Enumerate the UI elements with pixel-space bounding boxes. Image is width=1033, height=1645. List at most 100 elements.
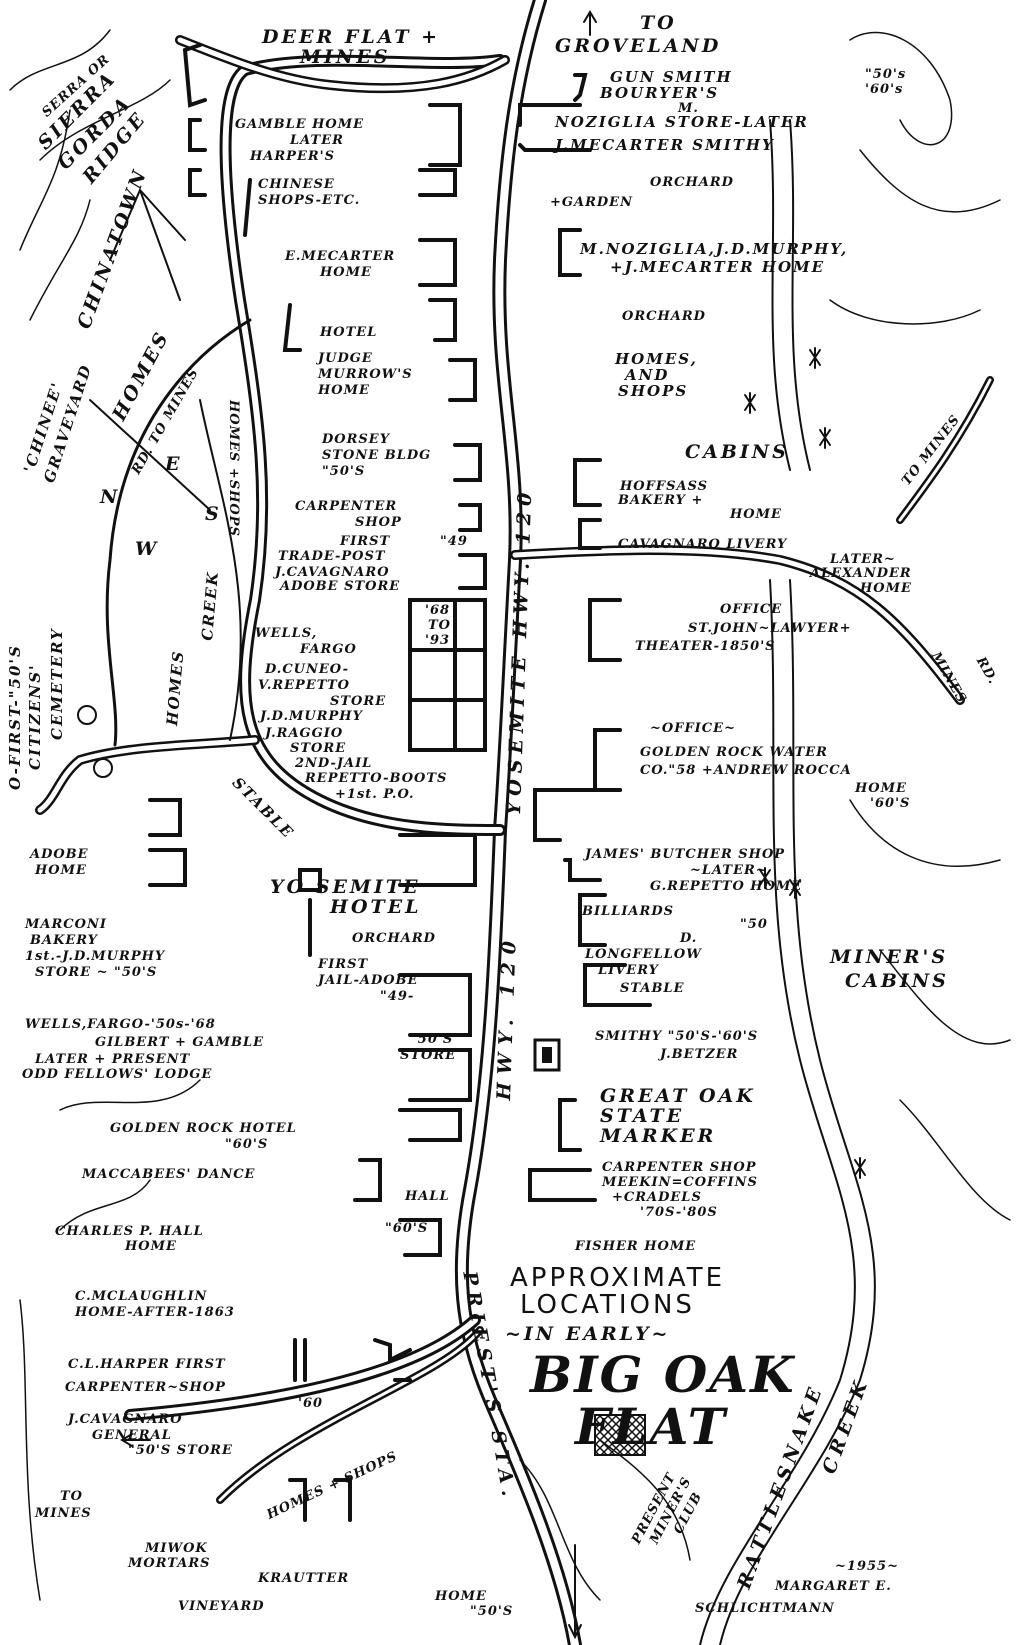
label-noziglia-murphy: M.NOZIGLIA,J.D.MURPHY,	[580, 240, 849, 258]
label-gun-smith: GUN SMITH	[610, 68, 733, 86]
cemetery-marker	[77, 705, 97, 725]
north-arrow	[583, 10, 597, 36]
label-miners-cabins: CABINS	[845, 970, 949, 992]
label-marker: MARKER	[600, 1125, 717, 1147]
label-rocca-home: HOME	[855, 781, 907, 796]
road-label-deer-flat: DEER FLAT +	[262, 26, 441, 48]
label-st-john-lawyer: ST.JOHN~LAWYER+	[688, 621, 852, 636]
label-orchard-1: ORCHARD	[650, 175, 734, 190]
label-jail-49: "49-	[380, 989, 415, 1004]
label-orchard-2: ORCHARD	[622, 309, 706, 324]
label-49: "49	[440, 534, 468, 549]
label-later-present: LATER + PRESENT	[35, 1052, 191, 1067]
label-orchard-left: ORCHARD	[352, 931, 436, 946]
label-60s-rocca: '60'S	[870, 796, 911, 811]
tree-symbols	[744, 347, 866, 1179]
label-stable: STABLE	[620, 981, 685, 996]
label-wells-fargo-left: WELLS,FARGO-'50s-'68	[25, 1017, 216, 1032]
label-adobe-home: HOME	[35, 863, 87, 878]
label-first: FIRST	[340, 534, 391, 549]
label-yosemite-hotel: HOTEL	[330, 896, 422, 918]
label-1st-jd-murphy: 1st.-J.D.MURPHY	[25, 949, 166, 964]
label-later-alex: LATER~	[830, 552, 896, 567]
label-v-repetto: V.REPETTO	[258, 678, 350, 693]
label-hall: HALL	[405, 1189, 450, 1204]
label-harpers: HARPER'S	[250, 149, 336, 164]
label-first-jail: FIRST	[318, 957, 369, 972]
label-hoffsass: HOFFSASS	[620, 479, 709, 494]
road-label-mines: MINES	[300, 46, 391, 68]
label-chinese-shops: SHOPS-ETC.	[258, 193, 361, 208]
compass-n: N	[100, 486, 121, 508]
label-longfellow: LONGFELLOW	[585, 947, 702, 962]
label-store: STORE	[400, 1048, 457, 1063]
label-great-oak: GREAT OAK	[600, 1085, 756, 1107]
label-store-50s: "50'S	[410, 1032, 454, 1047]
miners-club-marker	[594, 1414, 646, 1456]
label-1st-po: +1st. P.O.	[335, 787, 415, 802]
label-jd-murphy: J.D.MURPHY	[260, 709, 363, 724]
label-cuneo: D.CUNEO-	[265, 662, 350, 677]
label-james-butcher: JAMES' BUTCHER SHOP	[585, 847, 786, 862]
label-60s: '60's	[865, 82, 904, 97]
compass-e: E	[165, 453, 183, 475]
label-smithy-50s-60s: SMITHY "50'S-'60'S	[595, 1029, 759, 1044]
title-locations: LOCATIONS	[520, 1290, 695, 1320]
label-livery: LIVERY	[598, 963, 659, 978]
label-gamble-later: LATER	[290, 133, 344, 148]
label-cemetery-3: CEMETERY	[48, 627, 66, 740]
road-label-mines-sw: MINES	[35, 1506, 92, 1521]
label-marconi-store: STORE ~ "50'S	[35, 965, 158, 980]
label-carpenter: CARPENTER	[295, 499, 398, 514]
label-noziglia-store: NOZIGLIA STORE-LATER	[555, 113, 809, 131]
label-j-cavagnaro: J.CAVAGNARO	[275, 565, 390, 580]
label-miners: MINER'S	[830, 946, 949, 968]
label-homes: HOMES,	[615, 350, 698, 368]
label-mortars: MORTARS	[128, 1556, 211, 1571]
label-homes-shops-vertical: HOMES +SHOPS	[226, 400, 241, 537]
title-flat: FLAT	[575, 1397, 727, 1456]
label-alexander: ALEXANDER	[810, 566, 912, 581]
creek-west	[199, 399, 242, 741]
label-mclaughlin: C.MCLAUGHLIN	[75, 1289, 208, 1304]
label-wells: WELLS,	[255, 626, 318, 641]
road-label-to: TO	[640, 12, 677, 34]
credit-author-first: MARGARET E.	[775, 1579, 892, 1594]
label-carpenter-shop: SHOP	[355, 515, 402, 530]
label-adobe: ADOBE	[30, 847, 89, 862]
label-judge: JUDGE	[318, 351, 373, 366]
label-50s: "50's	[865, 67, 907, 82]
label-krautter: KRAUTTER	[258, 1571, 350, 1586]
label-j-cavagnaro-general: J.CAVAGNARO	[68, 1412, 183, 1427]
label-e-mecarter: E.MECARTER	[285, 249, 396, 264]
cemetery-road	[35, 735, 260, 815]
title-big-oak: BIG OAK	[530, 1345, 796, 1404]
label-jail-adobe: JAIL-ADOBE	[318, 973, 419, 988]
rattlesnake-creek	[699, 579, 856, 1645]
label-miwok: MIWOK	[145, 1541, 208, 1556]
label-state: STATE	[600, 1105, 685, 1127]
label-stone-bldg: STONE BLDG	[322, 448, 432, 463]
label-and: AND	[625, 366, 670, 384]
label-cl-harper: C.L.HARPER FIRST	[68, 1357, 226, 1372]
label-hotel: HOTEL	[320, 325, 378, 340]
label-60: '60	[298, 1396, 324, 1411]
label-office-2: ~OFFICE~	[650, 721, 736, 736]
label-repetto-boots: REPETTO-BOOTS	[305, 771, 448, 786]
label-billiards: BILLIARDS	[582, 904, 674, 919]
label-alexander-home: HOME	[860, 581, 912, 596]
label-cemetery-1: O-FIRST-"50'S	[6, 644, 24, 790]
label-cavagnaro-livery: CAVAGNARO LIVERY	[618, 537, 788, 552]
compass-s: S	[205, 503, 222, 525]
label-cuneo-store: STORE	[330, 694, 387, 709]
label-68: '68	[425, 603, 451, 618]
label-93: '93	[425, 633, 451, 648]
label-andrew-rocca: CO."58 +ANDREW ROCCA	[640, 763, 852, 778]
building-markers	[148, 43, 652, 1522]
label-to: TO	[428, 618, 451, 633]
label-cradels: +CRADELS	[612, 1190, 702, 1205]
label-j-betzer: J.BETZER	[660, 1047, 739, 1062]
label-dorsey-date: "50'S	[322, 464, 366, 479]
label-yosemite: YO SEMITE	[270, 876, 421, 898]
label-trade-post: TRADE-POST	[278, 549, 386, 564]
